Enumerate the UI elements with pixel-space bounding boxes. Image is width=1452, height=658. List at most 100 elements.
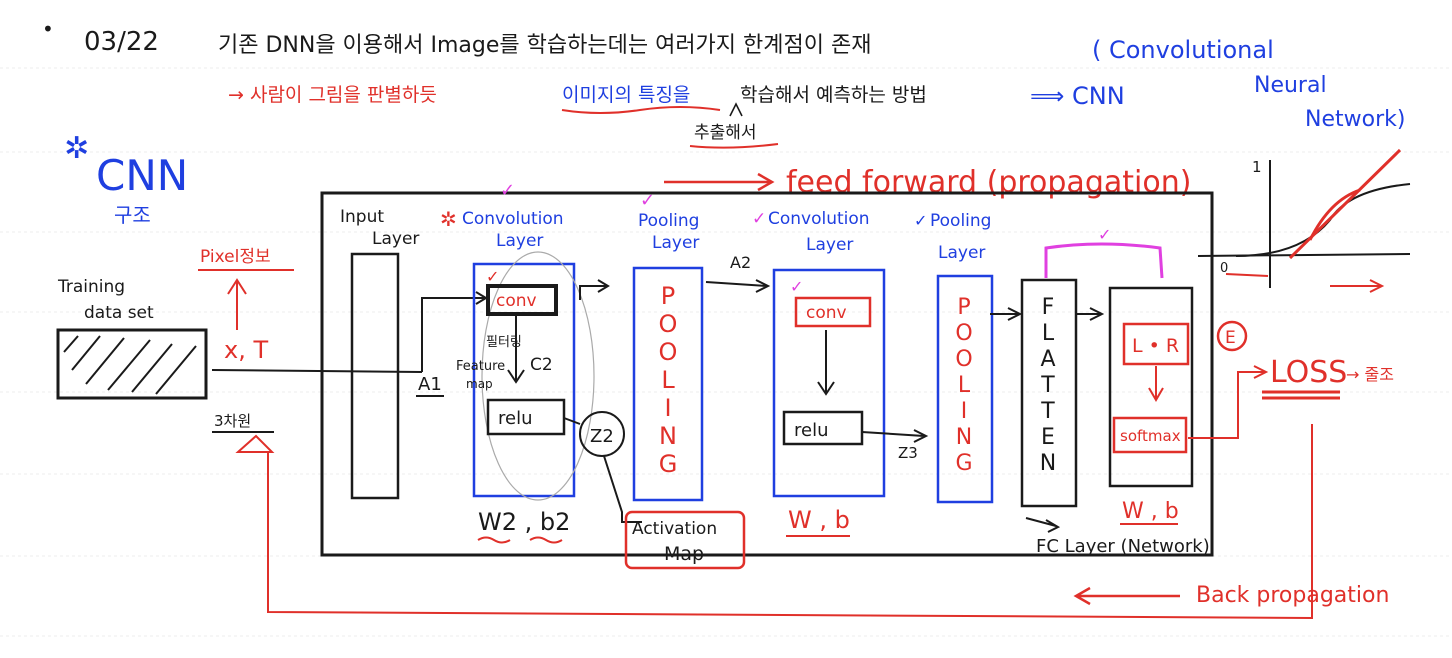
extract-underline xyxy=(689,143,779,149)
conv1-title-2: Layer xyxy=(496,231,543,251)
training-data-box xyxy=(56,328,208,400)
pool2-title-1: Pooling xyxy=(930,211,991,231)
bullet: • xyxy=(42,17,54,41)
cnn-frame xyxy=(320,191,1214,557)
flatten-letter: T xyxy=(1040,399,1055,424)
w2b2-underline xyxy=(477,536,563,544)
graph-origin: 0 xyxy=(1220,261,1228,276)
conv2-check: ✓ xyxy=(752,209,766,229)
pool1-to-conv2-arrow xyxy=(705,279,771,293)
filter-label: 필터링 xyxy=(486,335,522,350)
pool2-check: ✓ xyxy=(914,211,927,230)
flatten-letter: E xyxy=(1041,425,1055,450)
input-layer-title-1: Input xyxy=(340,207,384,227)
cnn-full-line2: Neural xyxy=(1254,73,1327,98)
fc-magenta-bracket xyxy=(1044,242,1164,279)
conv1-relu-box xyxy=(486,398,566,436)
conv2-title-2: Layer xyxy=(806,235,853,255)
conv1-inner-check: ✓ xyxy=(486,267,499,286)
title-cnn: CNN xyxy=(96,151,188,200)
graph-y-tick: 1 xyxy=(1252,158,1262,176)
feature-map-label-1: Feature xyxy=(456,359,505,374)
input-layer-box xyxy=(350,252,400,500)
pool2-letter: O xyxy=(955,321,972,346)
pool2-to-flatten-arrow xyxy=(990,307,1023,321)
conv1-conv-box xyxy=(486,284,558,316)
pool1-letter: G xyxy=(659,450,678,478)
three-d-label: 3차원 xyxy=(214,412,251,430)
conv1-title-1: Convolution xyxy=(462,209,564,229)
pool1-title-1: Pooling xyxy=(638,211,699,231)
pool2-letter: L xyxy=(958,373,971,398)
pool1-title-2: Layer xyxy=(652,233,699,253)
input-layer-title-2: Layer xyxy=(372,229,419,249)
c2-label: C2 xyxy=(530,355,553,375)
pool2-letter: P xyxy=(957,295,970,320)
pool1-letter: I xyxy=(664,394,671,422)
lr-to-softmax-arrow xyxy=(1148,366,1164,402)
softmax-to-loss-line xyxy=(1188,365,1269,439)
title-stars: ✲ xyxy=(64,131,89,166)
conv2-relu-label: relu xyxy=(794,420,829,441)
ruled-lines xyxy=(0,67,1452,637)
w2b2-label: W2 , b2 xyxy=(478,508,570,536)
header-line2-feature: 이미지의 특징을 xyxy=(562,84,690,106)
pool1-letter: O xyxy=(659,310,678,338)
conv2-relu-out-arrow xyxy=(861,429,929,443)
conv2-conv-box xyxy=(794,296,872,328)
pool2-letter: I xyxy=(961,399,968,424)
header-line2-arrow: → 사람이 그림을 판별하듯 xyxy=(228,84,437,106)
pool1-check: ✓ xyxy=(640,190,655,211)
conv2-conv-label: conv xyxy=(806,303,847,323)
backprop-label: Back propagation xyxy=(1196,583,1389,608)
activation-label-2: Map xyxy=(664,543,704,565)
pool1-letter: O xyxy=(659,338,678,366)
pool2-title-2: Layer xyxy=(938,243,985,263)
conv2-relu-box xyxy=(782,410,864,446)
z2-label: Z2 xyxy=(590,426,614,447)
conv2-layer-box xyxy=(772,268,886,498)
fc-pointer-arrow xyxy=(1025,517,1061,533)
e-label: E xyxy=(1225,328,1236,348)
training-label-1: Training xyxy=(57,277,125,297)
header-line2-rest: 학습해서 예측하는 방법 xyxy=(740,84,927,106)
z3-label: Z3 xyxy=(898,444,918,462)
flatten-box xyxy=(1020,278,1078,508)
conv1-star: ✲ xyxy=(440,207,457,231)
backprop-loop-line xyxy=(267,424,1313,620)
feed-forward-arrowhead xyxy=(757,172,775,192)
flatten-letter: T xyxy=(1040,373,1055,398)
conv1-to-pool1-arrow xyxy=(579,279,610,300)
training-label-2: data set xyxy=(84,303,154,323)
z2-circle xyxy=(579,411,625,457)
softmax-label: softmax xyxy=(1120,427,1181,445)
relu-to-z2-line xyxy=(563,417,581,425)
conv2-title-1: Convolution xyxy=(768,209,870,229)
header-line1: 기존 DNN을 이용해서 Image를 학습하는데는 여러가지 한계점이 존재 xyxy=(218,33,871,58)
header-line2-cnn: ⟹ CNN xyxy=(1030,82,1125,110)
fc-layer-label: FC Layer (Network) xyxy=(1036,536,1210,557)
feed-forward-label: feed forward (propagation) xyxy=(786,165,1191,200)
a1-label: A1 xyxy=(418,374,442,395)
input-line xyxy=(211,369,423,373)
flatten-to-lr-arrow xyxy=(1076,307,1105,321)
fc-network-box xyxy=(1108,286,1194,488)
extract-label: 추출해서 xyxy=(694,123,757,143)
loss-arrow-suffix: → 줄조 xyxy=(1346,365,1394,384)
activation-map-box xyxy=(624,510,746,570)
conv1-conv-label: conv xyxy=(496,291,537,311)
pool2-letter: N xyxy=(956,425,972,450)
fc-check: ✓ xyxy=(1098,225,1111,244)
loss-label: LOSS xyxy=(1270,355,1347,390)
activation-label-1: Activation xyxy=(632,519,717,539)
pool2-letter: O xyxy=(955,347,972,372)
feature-underline xyxy=(561,106,721,114)
flatten-letter: F xyxy=(1042,295,1055,320)
flatten-letter: N xyxy=(1040,451,1056,476)
pool1-layer-box xyxy=(632,266,704,502)
backprop-arrowhead-up xyxy=(235,434,275,453)
lr-box xyxy=(1122,322,1190,366)
